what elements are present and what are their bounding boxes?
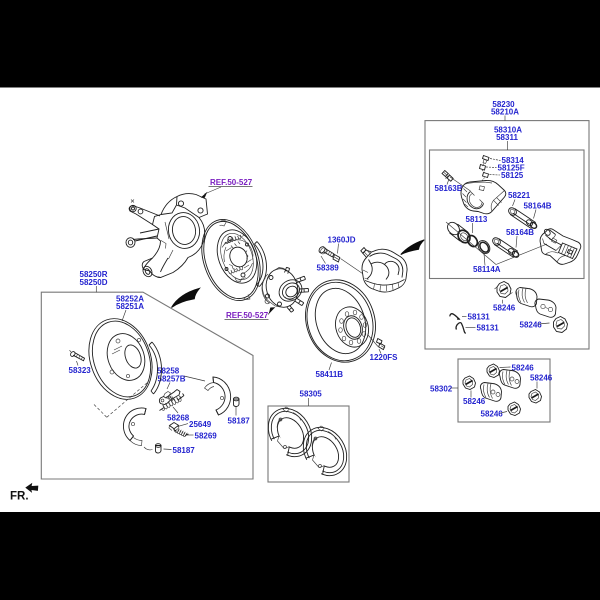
svg-text:58251A: 58251A [116,302,144,311]
svg-text:58210A: 58210A [491,108,519,117]
svg-text:58258: 58258 [157,367,180,376]
svg-text:58250R: 58250R [80,270,108,279]
svg-text:FR.: FR. [10,491,29,503]
svg-text:58246: 58246 [530,374,553,383]
svg-text:58113: 58113 [466,215,488,224]
svg-text:25649: 25649 [189,420,212,429]
svg-text:58305: 58305 [300,390,323,399]
svg-text:58187: 58187 [173,446,196,455]
svg-text:58230: 58230 [492,100,515,109]
svg-text:1220FS: 1220FS [370,353,399,362]
svg-text:58246: 58246 [493,304,516,313]
svg-text:58163B: 58163B [435,184,463,193]
svg-text:58187: 58187 [228,417,251,426]
svg-text:58246: 58246 [512,364,535,373]
svg-text:58302: 58302 [430,385,453,394]
svg-text:58314: 58314 [502,156,525,165]
svg-text:58131: 58131 [477,324,500,333]
svg-text:58389: 58389 [317,264,340,273]
svg-text:58310A: 58310A [494,126,522,135]
svg-text:58411B: 58411B [316,370,344,379]
svg-text:58221: 58221 [508,191,531,200]
svg-text:58268: 58268 [167,414,190,423]
svg-text:58114A: 58114A [473,265,501,274]
svg-text:58131: 58131 [468,313,491,322]
svg-text:58125F: 58125F [498,164,525,173]
svg-text:REF.50-527: REF.50-527 [226,311,269,320]
svg-text:58125: 58125 [501,171,524,180]
svg-text:58246: 58246 [463,397,486,406]
svg-text:58269: 58269 [195,432,218,441]
svg-text:58246: 58246 [520,321,543,330]
svg-text:1360JD: 1360JD [328,236,356,245]
svg-text:58250D: 58250D [80,278,108,287]
svg-text:58246: 58246 [481,410,504,419]
svg-text:58164B: 58164B [524,202,552,211]
svg-text:58323: 58323 [69,366,92,375]
svg-text:REF.50-527: REF.50-527 [210,178,253,187]
svg-text:58252A: 58252A [116,295,144,304]
svg-text:58257B: 58257B [158,375,186,384]
svg-text:58164B: 58164B [506,228,534,237]
svg-text:58311: 58311 [496,133,518,142]
